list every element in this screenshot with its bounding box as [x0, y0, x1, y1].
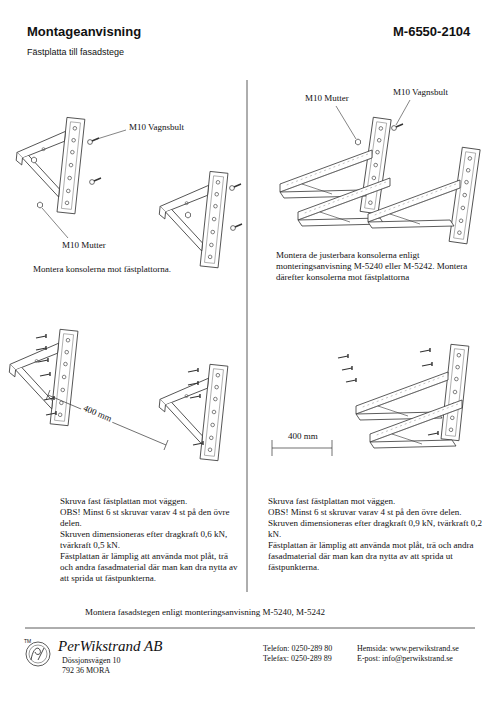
- subtitle: Fästplatta till fasadstege: [27, 47, 124, 58]
- instruction-text: Skruven dimensioneras efter dragkraft 0,…: [268, 518, 483, 540]
- paragraph-block: Skruva fast fästplattan mot väggen.OBS! …: [60, 496, 242, 584]
- instruction-text: Montera konsolerna mot fästplattorna.: [33, 264, 243, 275]
- instruction-text: Fästplattan är lämplig att använda mot p…: [60, 551, 242, 584]
- address: Dössjonsvägen 10: [62, 656, 120, 666]
- instruction-text: OBS! Minst 6 st skruvar varav 4 st på de…: [268, 507, 483, 518]
- dimension-label: 400 mm: [286, 431, 320, 442]
- address: 792 36 MORA: [62, 666, 110, 676]
- instruction-text: Skruva fast fästplattan mot väggen.: [60, 496, 242, 507]
- instruction-text: Montera fasadstegen enligt monteringsanv…: [85, 607, 445, 618]
- part-label: M10 Mutter: [62, 240, 106, 251]
- part-label: M10 Vagnsbult: [129, 122, 184, 133]
- contact: Hemsida: www.perwikstrand.se: [357, 644, 459, 654]
- instruction-text: Montera de justerbara konsolerna enligt …: [276, 250, 491, 283]
- contact: Telefax: 0250-289 89: [263, 654, 332, 664]
- dimension-label: 400 mm: [80, 402, 115, 425]
- instruction-text: OBS! Minst 6 st skruvar varav 4 st på de…: [60, 507, 242, 529]
- contact: E-post: info@perwikstrand.se: [357, 654, 453, 664]
- document-title: Montageanvisning: [27, 24, 141, 40]
- part-label: M10 Mutter: [305, 93, 349, 104]
- instruction-text: Fästplattan är lämplig att använda mot p…: [268, 540, 483, 573]
- contact: Telefon: 0250-289 80: [263, 644, 332, 654]
- paragraph-block: Skruva fast fästplattan mot väggen.OBS! …: [268, 496, 483, 573]
- company-name: PerWikstrand AB: [58, 637, 162, 655]
- trademark: TM: [24, 638, 31, 644]
- part-label: M10 Vagnsbult: [393, 87, 448, 98]
- document-number: M-6550-2104: [393, 24, 470, 40]
- instruction-text: Skruven dimensioneras efter dragkraft 0,…: [60, 529, 242, 551]
- instruction-text: Skruva fast fästplattan mot väggen.: [268, 496, 483, 507]
